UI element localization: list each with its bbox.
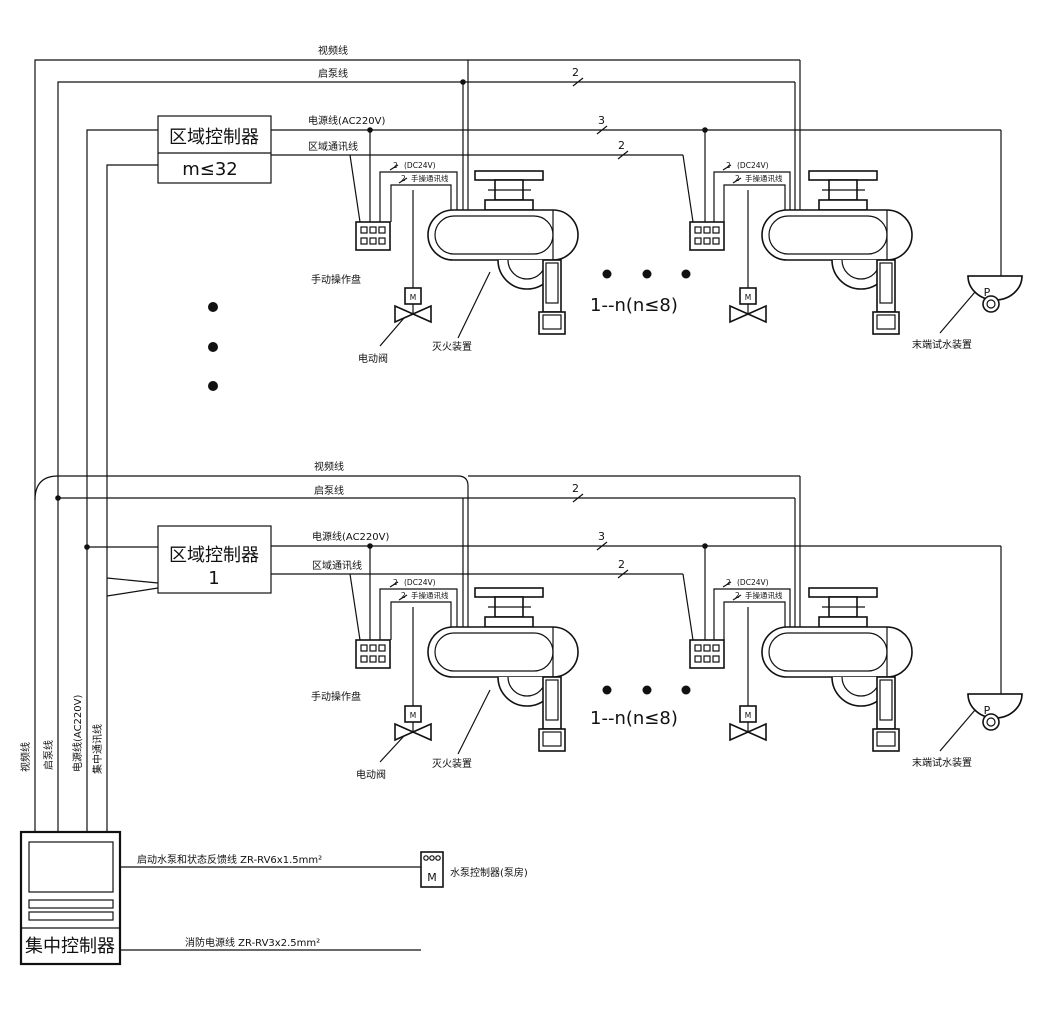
fire-power-line-label: 消防电源线 ZR-RV3x2.5mm² (185, 936, 320, 949)
ellipsis-dot (681, 269, 691, 279)
zone-controller-bottom (157, 525, 272, 594)
wire-count-top-2: 3 (598, 114, 605, 127)
label-zone-comm-top: 区域通讯线 (308, 140, 358, 153)
dc24v-label-b: (DC24V) (737, 161, 769, 170)
zone-controller-top (157, 115, 272, 184)
dc24v-label-c: (DC24V) (404, 578, 436, 587)
motor-letter-d: M (745, 711, 751, 720)
side-label-central-comm: 集中通讯线 (91, 724, 104, 774)
manual-comm-label-c: 手操通讯线 (411, 590, 449, 600)
pump-controller-label: 水泵控制器(泵房) (450, 866, 528, 879)
zone-controller-bottom-name: 区域控制器 (169, 545, 259, 566)
label-video-line-top: 视频线 (318, 44, 348, 57)
label-motor-valve-a: 电动阀 (358, 352, 388, 365)
pump-letter-top: P (984, 286, 991, 299)
manual-panel-c (355, 639, 391, 669)
label-power-line-bottom: 电源线(AC220V) (312, 530, 389, 543)
wire-2-dc-b: 2 (726, 161, 731, 170)
central-controller-name: 集中控制器 (25, 936, 115, 957)
ellipsis-dot (208, 302, 218, 312)
label-manual-panel-c: 手动操作盘 (311, 690, 361, 703)
pump-letter-bottom: P (984, 704, 991, 717)
motor-letter-a: M (410, 293, 416, 302)
manual-comm-label-d: 手操通讯线 (745, 590, 783, 600)
unit-top-2: 2 (DC24V) 2 手操通讯线 M (689, 161, 913, 335)
start-pump-trunk-line (57, 81, 464, 832)
ellipsis-dot (642, 685, 652, 695)
pump-controller-letter: M (427, 871, 437, 884)
motor-letter-c: M (410, 711, 416, 720)
wire-2-dc-a: 2 (393, 161, 398, 170)
wire-2-dc-d: 2 (726, 578, 731, 587)
dc24v-label-a: (DC24V) (404, 161, 436, 170)
label-start-pump-line-top: 启泵线 (318, 67, 348, 80)
manual-panel-a (355, 221, 391, 251)
wire-2-manual-a: 2 (401, 174, 406, 183)
video-trunk-line (34, 59, 469, 832)
wire-count-bottom-2: 3 (598, 530, 605, 543)
wire-2-manual-c: 2 (401, 591, 406, 600)
wire-count-top-3: 2 (618, 139, 625, 152)
ellipsis-dot (602, 269, 612, 279)
side-label-start-pump: 启泵线 (42, 740, 55, 770)
pump-feedback-line-label: 启动水泵和状态反馈线 ZR-RV6x1.5mm² (137, 853, 322, 866)
label-power-line-top: 电源线(AC220V) (308, 114, 385, 127)
wire-2-manual-d: 2 (735, 591, 740, 600)
ellipsis-dot (208, 381, 218, 391)
zone-controller-top-count: m≤32 (182, 159, 238, 180)
unit-top-1: 2 (DC24V) 2 手操通讯线 M 手动操作盘 电动阀 灭火装置 (311, 161, 579, 365)
label-manual-panel-a: 手动操作盘 (311, 273, 361, 286)
wire-count-bottom-1: 2 (572, 482, 579, 495)
ellipsis-dot (208, 342, 218, 352)
unit-count-range-top: 1--n(n≤8) (590, 295, 678, 316)
manual-comm-label-a: 手操通讯线 (411, 173, 449, 183)
side-label-video: 视频线 (19, 742, 32, 772)
wire-count-bottom-3: 2 (618, 558, 625, 571)
label-extinguisher-c: 灭火装置 (432, 757, 472, 770)
label-zone-comm-bottom: 区域通讯线 (312, 559, 362, 572)
label-extinguisher-a: 灭火装置 (432, 340, 472, 353)
unit-bottom-1: 2 (DC24V) 2 手操通讯线 M 手动操作盘 电动阀 灭火装置 (311, 578, 579, 781)
manual-panel-b (689, 221, 725, 251)
ellipsis-dot (642, 269, 652, 279)
wire-2-dc-c: 2 (393, 578, 398, 587)
dc24v-label-d: (DC24V) (737, 578, 769, 587)
label-motor-valve-c: 电动阀 (356, 768, 386, 781)
ellipsis-dot (602, 685, 612, 695)
central-controller (19, 830, 122, 966)
zone-controller-top-name: 区域控制器 (169, 127, 259, 148)
unit-count-range-bottom: 1--n(n≤8) (590, 708, 678, 729)
wire-2-manual-b: 2 (735, 174, 740, 183)
motor-letter-b: M (745, 293, 751, 302)
label-end-test-top: 末端试水装置 (912, 338, 972, 351)
end-test-device-bottom (967, 693, 1023, 731)
manual-comm-label-b: 手操通讯线 (745, 173, 783, 183)
wire-count-top-1: 2 (572, 66, 579, 79)
central-comm-trunk-line (106, 164, 158, 832)
unit-bottom-2: 2 (DC24V) 2 手操通讯线 M (689, 578, 913, 752)
power-trunk-line (86, 129, 158, 832)
label-start-pump-line-bottom: 启泵线 (314, 484, 344, 497)
ellipsis-dot (681, 685, 691, 695)
label-end-test-bottom: 末端试水装置 (912, 756, 972, 769)
zone-controller-bottom-count: 1 (208, 568, 219, 589)
side-label-power: 电源线(AC220V) (71, 695, 84, 772)
manual-panel-d (689, 639, 725, 669)
label-video-line-bottom: 视频线 (314, 460, 344, 473)
end-test-device-top (967, 275, 1023, 313)
